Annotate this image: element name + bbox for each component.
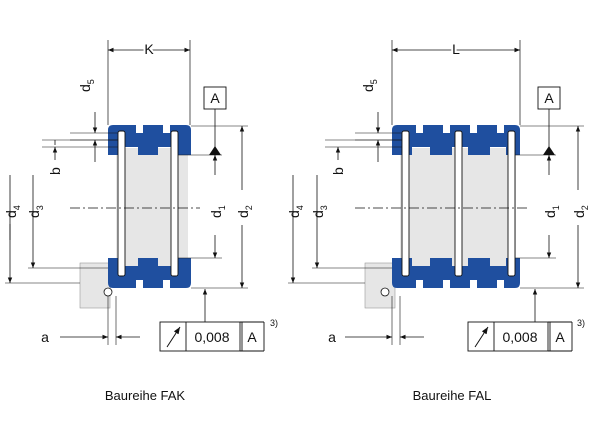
fak-d2-label: d2 <box>235 205 254 218</box>
fak-drawing: K d5 b d4 d3 d1 d2 A <box>3 39 278 403</box>
fak-runout-arrow-icon <box>166 326 181 348</box>
fak-bolt-circle <box>103 287 113 297</box>
fal-a-label: a <box>328 329 336 345</box>
fak-tolerance-ref: A <box>247 329 257 345</box>
fal-caption: Baureihe FAL <box>413 388 492 403</box>
fal-d5-label: d5 <box>360 79 379 92</box>
fak-bar-left <box>117 130 126 277</box>
fal-drawing: L d5 b d4 d3 d1 d2 A <box>286 39 590 403</box>
fak-datum-label: A <box>210 90 220 106</box>
fak-note: 3) <box>270 318 278 328</box>
fak-b-label: b <box>47 167 63 175</box>
fal-bar-left <box>401 130 410 277</box>
fal-datum-triangle <box>543 146 555 155</box>
fal-length-label: L <box>452 41 460 57</box>
fak-a-label: a <box>41 329 49 345</box>
fal-note: 3) <box>577 318 585 328</box>
fal-d1-label: d1 <box>542 205 561 218</box>
fal-b-label: b <box>330 167 346 175</box>
fak-bar-right <box>170 130 179 277</box>
fak-d3-label: d3 <box>26 205 45 218</box>
fal-tolerance-ref: A <box>555 329 565 345</box>
fal-bolt-circle <box>380 287 390 297</box>
fak-tolerance-value: 0,008 <box>194 329 229 345</box>
fak-caption: Baureihe FAK <box>105 388 186 403</box>
fak-mounting-block <box>79 262 111 309</box>
fal-d4-label: d4 <box>286 205 305 218</box>
fak-top-bellows <box>108 125 191 155</box>
fak-d4-label: d4 <box>3 205 22 218</box>
fak-datum-triangle <box>209 146 221 155</box>
fal-bar-right <box>507 130 516 277</box>
fal-d2-label: d2 <box>571 205 590 218</box>
fal-mounting-block <box>364 262 396 309</box>
fal-tolerance-value: 0,008 <box>502 329 537 345</box>
fak-bottom-bellows <box>108 258 191 288</box>
fal-bar-middle <box>454 130 463 277</box>
fak-length-label: K <box>144 41 154 57</box>
fal-d3-label: d3 <box>310 205 329 218</box>
fal-datum-label: A <box>544 90 554 106</box>
fal-runout-arrow-icon <box>474 326 489 348</box>
fak-d1-label: d1 <box>208 205 227 218</box>
fak-d5-label: d5 <box>77 79 96 92</box>
